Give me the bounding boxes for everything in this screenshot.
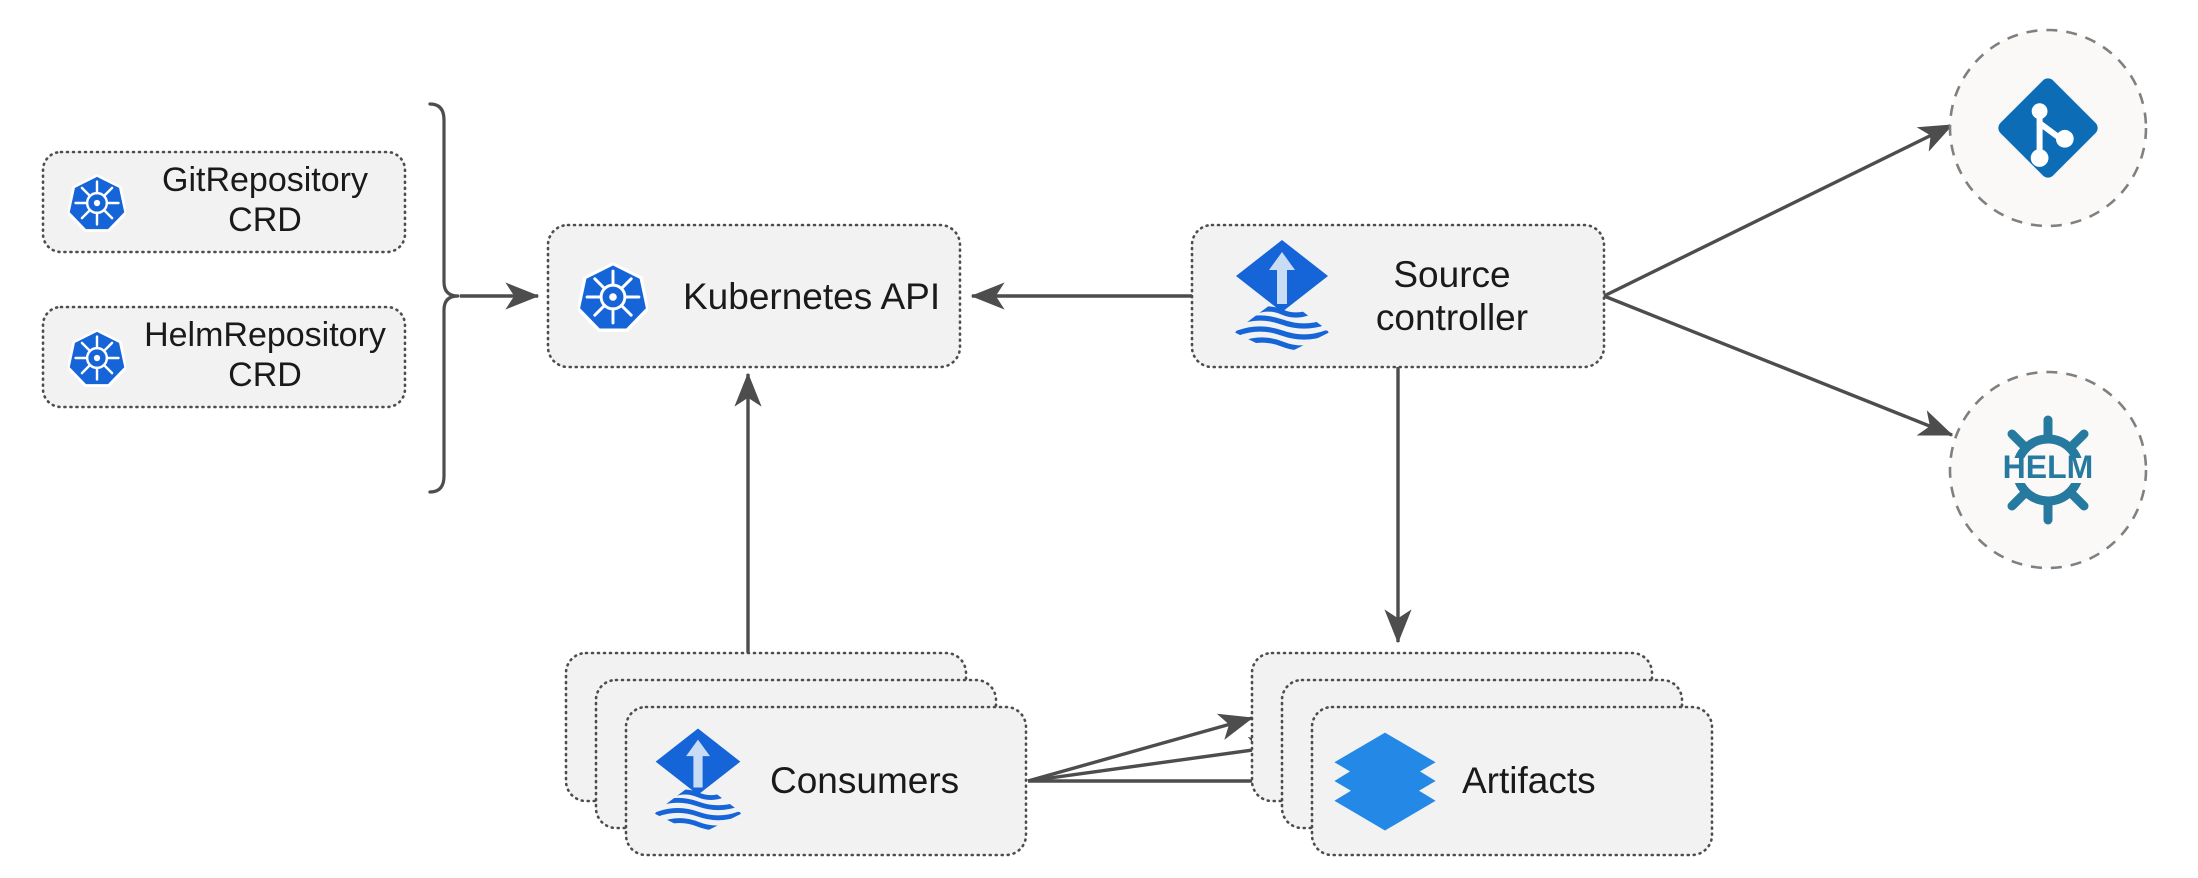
node-helm-provider[interactable]: [1948, 370, 2148, 570]
edge-source-controller-to-git: [1603, 123, 1954, 298]
node-source-controller[interactable]: Source controller: [1190, 223, 1606, 369]
node-artifacts[interactable]: Artifacts: [1250, 651, 1714, 857]
node-gitrepository-crd[interactable]: GitRepository CRD: [41, 150, 407, 254]
gitrepository-crd-label-line2: CRD: [228, 201, 302, 239]
helmrepository-crd-box: [41, 305, 407, 409]
source-controller-label-line2: controller: [1376, 297, 1528, 338]
crd-group-bracket: [428, 102, 460, 494]
consumers-label: Consumers: [770, 760, 959, 801]
node-kubernetes-api[interactable]: Kubernetes API: [546, 223, 962, 369]
kubernetes-api-box: [546, 223, 962, 369]
helmrepository-crd-label-line1: HelmRepository: [144, 316, 386, 354]
node-consumers[interactable]: Consumers: [564, 651, 1028, 857]
kubernetes-api-label: Kubernetes API: [683, 276, 940, 317]
gitrepository-crd-box: [41, 150, 407, 254]
edge-consumers-to-artifacts-2: [1027, 736, 1284, 783]
helm-icon: [1996, 420, 2100, 520]
node-git-provider[interactable]: [1948, 28, 2148, 228]
node-helmrepository-crd[interactable]: HelmRepository CRD: [41, 305, 407, 409]
artifacts-label: Artifacts: [1462, 760, 1596, 801]
edge-source-controller-to-helm: [1603, 294, 1954, 437]
helmrepository-crd-label-line2: CRD: [228, 356, 302, 394]
source-controller-label-line1: Source: [1393, 254, 1510, 295]
artifacts-box-front: [1310, 705, 1714, 857]
gitrepository-crd-label-line1: GitRepository: [162, 161, 368, 199]
edge-consumers-to-artifacts-1: [1027, 713, 1254, 783]
